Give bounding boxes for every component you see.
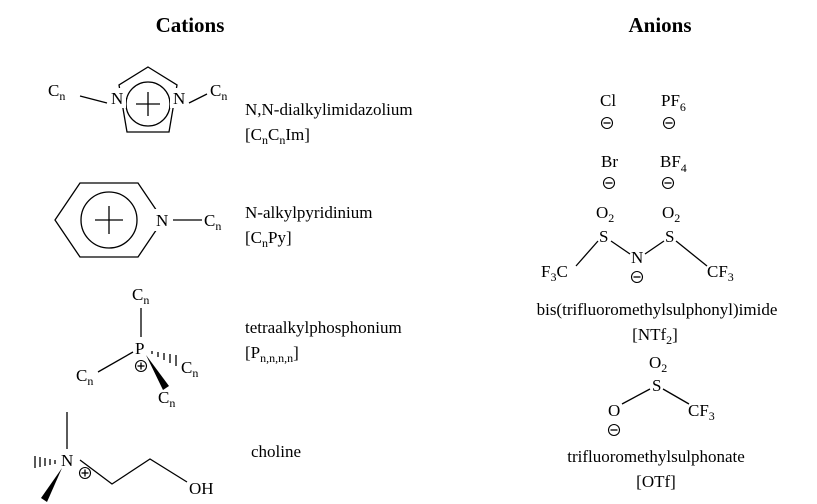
otf-cf3: CF3 [688,401,715,423]
imidazolium-left-alkyl: Cn [48,81,65,103]
otf-name: trifluoromethylsulphonate [567,447,745,466]
ntf2-bond-s-cf3-right [675,240,708,267]
imidazolium-abbr: [CnCnIm] [245,125,310,147]
imidazolium-structure: N N Cn Cn [48,66,227,133]
choline-n: N [61,451,73,470]
phosphonium-wedge-bond [146,355,169,390]
bromide-negative-charge [602,176,616,190]
phosphonium-hashed-bond [151,351,177,366]
pyridinium-charge-circle [80,191,138,249]
choline-hydroxyl: OH [189,479,214,498]
phosphonium-positive-charge [134,359,148,373]
phosphonium-abbr: [Pn,n,n,n] [245,343,299,365]
phosphonium-name: tetraalkylphosphonium [245,318,402,337]
otf-o-negative-charge [607,423,621,437]
ntf2-right-cf3: CF3 [707,262,734,284]
ntf2-bond-n-s-right [644,240,665,255]
otf-s: S [652,376,661,395]
chloride-negative-charge [600,116,614,130]
chloride-symbol: Cl [600,91,616,110]
imidazolium-n1: N [111,89,123,108]
pyridinium-abbr: [CnPy] [245,228,292,250]
bf4-negative-charge [661,176,675,190]
ntf2-name: bis(trifluoromethylsulphonyl)imide [537,300,778,319]
ntf2-right-o2: O2 [662,203,680,225]
ntf2-n: N [631,248,643,267]
phosphonium-bottom-alkyl: Cn [158,388,175,410]
anions-header: Anions [628,13,691,37]
choline-positive-charge [78,466,92,480]
choline-structure: N OH [34,412,214,502]
choline-wedge-bond [41,468,62,502]
imidazolium-ring [118,66,178,133]
phosphonium-left-alkyl: Cn [76,366,93,388]
pyridinium-name: N-alkylpyridinium [245,203,372,222]
bf4-symbol: BF4 [660,152,687,175]
otf-bond-s-cf3 [662,388,690,405]
imidazolium-name: N,N-dialkylimidazolium [245,100,413,119]
imidazolium-left-bond [79,95,108,104]
otf-abbr: [OTf] [636,472,676,491]
ntf2-left-cf3: F3C [541,262,568,284]
pf6-symbol: PF6 [661,91,686,114]
otf-bond-o-s [621,388,651,405]
ntf2-left-o2: O2 [596,203,614,225]
ntf2-n-negative-charge [630,270,644,284]
phosphonium-structure: Cn P Cn Cn Cn [76,285,198,410]
choline-hashed-bond [34,456,56,468]
pyridinium-alkyl: Cn [204,211,221,233]
bromide-symbol: Br [601,152,618,171]
ntf2-abbr: [NTf2] [632,325,678,347]
phosphonium-left-bond [97,351,134,373]
pyridinium-n: N [156,211,168,230]
phosphonium-p: P [135,339,144,358]
pf6-negative-charge [662,116,676,130]
phosphonium-top-alkyl: Cn [132,285,149,307]
simple-anions: Cl PF6 Br BF4 [600,91,687,190]
imidazolium-right-alkyl: Cn [210,81,227,103]
imidazolium-right-bond [188,93,208,104]
cations-header: Cations [156,13,225,37]
ntf2-left-s: S [599,227,608,246]
ntf2-structure: O2 O2 S S N F3C CF3 [541,203,734,284]
otf-o: O [608,401,620,420]
choline-chain [79,458,188,485]
otf-o2: O2 [649,353,667,375]
imidazolium-n3: N [173,89,185,108]
ntf2-bond-s-n-left [610,240,631,255]
pyridinium-structure: N Cn [54,182,221,258]
ntf2-right-s: S [665,227,674,246]
choline-name: choline [251,442,301,461]
phosphonium-right-alkyl: Cn [181,358,198,380]
ntf2-bond-cf3-s-left [575,240,599,267]
otf-structure: O2 S O CF3 [607,353,715,437]
